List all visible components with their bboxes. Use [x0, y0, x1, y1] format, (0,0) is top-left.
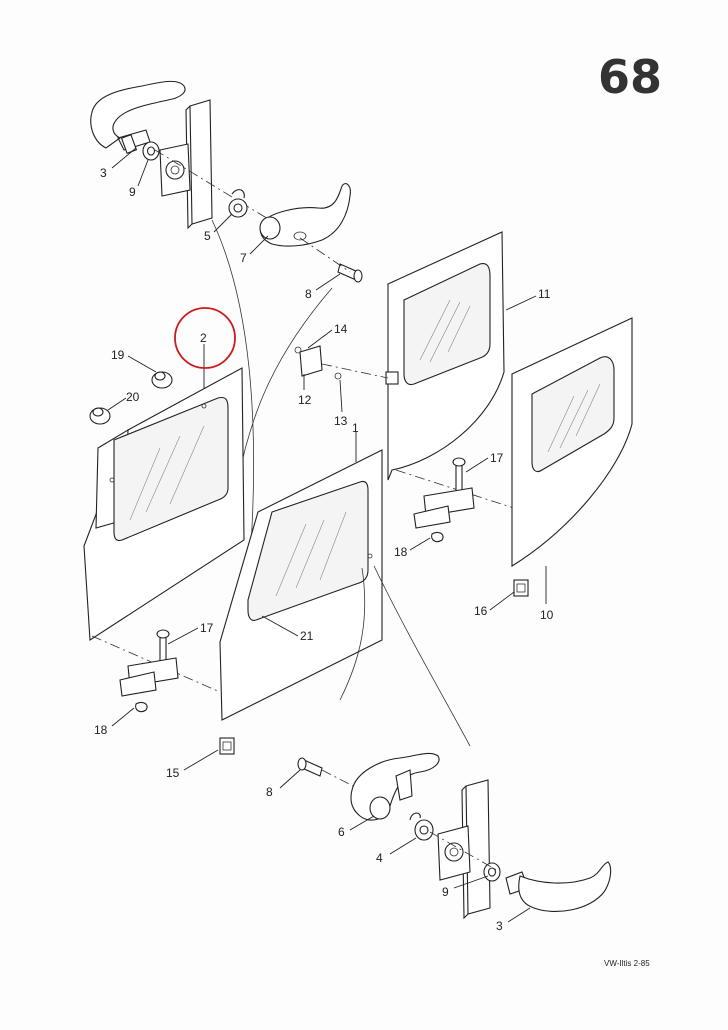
callout-3-bottom: 3	[496, 919, 503, 933]
bottom-washer-9	[483, 862, 501, 882]
callout-13: 13	[334, 414, 348, 428]
bottom-outer-handle-6	[350, 752, 440, 821]
stop-buffer-20	[89, 407, 111, 425]
callout-10: 10	[540, 608, 554, 622]
callout-17-left: 17	[200, 621, 214, 635]
callout-3-top: 3	[100, 166, 107, 180]
door-panel-11	[385, 231, 505, 481]
bottom-screw-8	[297, 757, 323, 777]
callout-16: 16	[474, 604, 488, 618]
callout-8-bottom: 8	[266, 785, 273, 799]
top-inner-handle	[90, 80, 186, 154]
callout-18-left: 18	[94, 723, 108, 737]
callout-7: 7	[240, 251, 247, 265]
clip-18-right	[431, 531, 444, 543]
block-16	[513, 579, 529, 597]
callout-19: 19	[111, 348, 125, 362]
callout-15: 15	[166, 766, 180, 780]
callout-1: 1	[352, 421, 359, 435]
top-door-pillar	[159, 99, 213, 230]
callout-12: 12	[298, 393, 312, 407]
highlight-circle	[174, 307, 236, 369]
door-panel-2	[83, 367, 245, 641]
callout-5: 5	[204, 229, 211, 243]
top-spring-5	[228, 189, 248, 218]
callout-9-bottom: 9	[442, 885, 449, 899]
door-panel-1	[219, 449, 383, 721]
top-washer-9	[142, 141, 160, 161]
callout-14: 14	[334, 322, 348, 336]
hinge-pin-17-right	[413, 457, 475, 529]
block-15	[219, 737, 235, 755]
page-number: 68	[598, 50, 662, 104]
clip-18-left	[135, 701, 148, 713]
callout-9-top: 9	[129, 185, 136, 199]
hinge-bracket-12	[294, 345, 342, 380]
callout-4: 4	[376, 851, 383, 865]
footer-code: VW-Iltis 2-85	[604, 959, 650, 968]
callout-2: 2	[200, 331, 207, 345]
hinge-pin-17-left	[119, 629, 179, 697]
top-outer-handle-7	[259, 183, 351, 247]
door-panel-10	[511, 317, 633, 567]
callout-11: 11	[538, 287, 551, 301]
stop-buffer-19	[151, 371, 173, 389]
callout-8-top: 8	[305, 287, 312, 301]
callout-18-right: 18	[394, 545, 408, 559]
callout-17-right: 17	[490, 451, 504, 465]
bottom-door-pillar	[437, 779, 491, 920]
bottom-inner-handle	[505, 861, 612, 912]
bottom-spring-4	[409, 812, 434, 841]
callout-6: 6	[338, 825, 345, 839]
top-screw-8	[337, 263, 363, 283]
callout-20: 20	[126, 390, 140, 404]
leader-lines	[107, 147, 547, 923]
callout-21: 21	[300, 629, 314, 643]
